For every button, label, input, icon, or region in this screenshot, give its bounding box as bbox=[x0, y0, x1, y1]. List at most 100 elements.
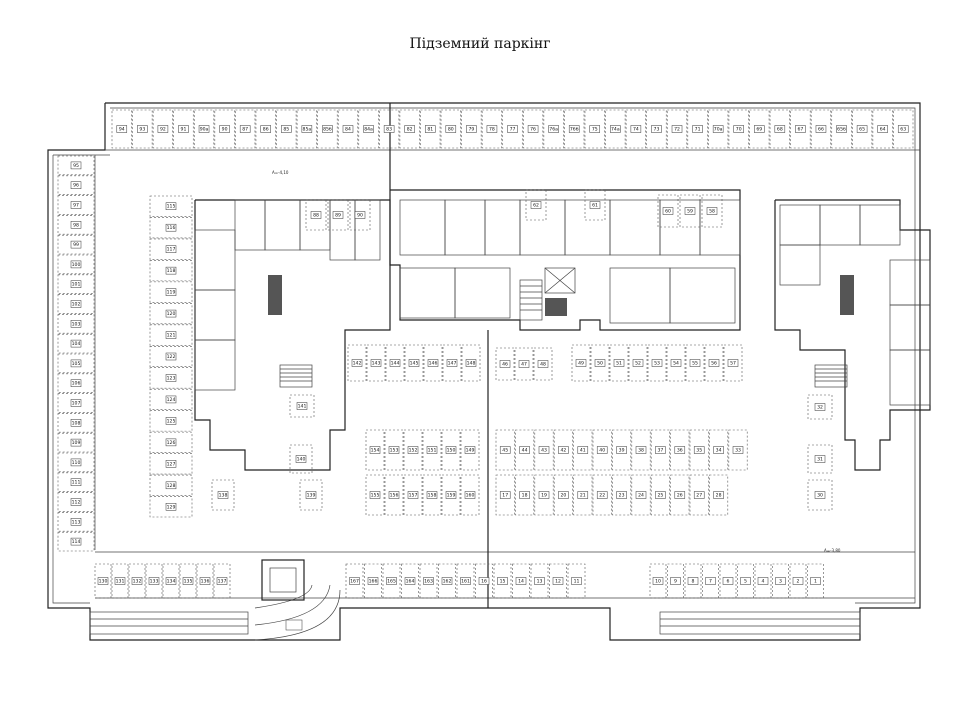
parking-stall: 136 bbox=[196, 563, 214, 599]
stall-number: 6 bbox=[727, 579, 730, 585]
stall-number: 73 bbox=[654, 127, 660, 133]
stall-number: 125 bbox=[167, 418, 176, 424]
parking-stall: 24 bbox=[631, 474, 651, 516]
stall-number: 81 bbox=[427, 127, 433, 133]
parking-stall: 8 bbox=[684, 563, 702, 599]
stall-number: 44 bbox=[522, 448, 528, 454]
parking-stall: 159 bbox=[441, 474, 461, 516]
stall-number: 129 bbox=[167, 504, 176, 510]
stall-number: 64 bbox=[880, 127, 886, 133]
stall-number: 45 bbox=[502, 448, 508, 454]
stall-number: 132 bbox=[133, 579, 142, 585]
stall-number: 148 bbox=[467, 361, 476, 367]
stall-number: 62 bbox=[533, 203, 539, 209]
parking-stall: 89 bbox=[327, 199, 349, 231]
stall-number: 74 bbox=[633, 127, 639, 133]
parking-stall: 97 bbox=[57, 195, 95, 215]
parking-stall: 18 bbox=[515, 474, 535, 516]
stall-number: 92 bbox=[160, 127, 166, 133]
stall-number: 57 bbox=[730, 361, 736, 367]
parking-stall: 107 bbox=[57, 393, 95, 413]
parking-stall: 152 bbox=[403, 429, 423, 471]
stall-number: 107 bbox=[72, 401, 81, 407]
stall-number: 49 bbox=[578, 361, 584, 367]
parking-stall: 113 bbox=[57, 512, 95, 532]
stall-number: 109 bbox=[72, 440, 81, 446]
stall-number: 165 bbox=[387, 579, 396, 585]
parking-stall: 63 bbox=[893, 109, 914, 149]
parking-stall: 99 bbox=[57, 234, 95, 255]
parking-stall: 59 bbox=[679, 194, 701, 228]
stall-number: 36 bbox=[677, 448, 683, 454]
stall-number: 48 bbox=[540, 362, 546, 368]
parking-stall: 9 bbox=[667, 563, 684, 599]
parking-stall: 25 bbox=[650, 474, 670, 516]
parking-stall: 93 bbox=[132, 109, 153, 149]
parking-stall: 147 bbox=[442, 344, 462, 382]
parking-stall: 48 bbox=[533, 347, 553, 381]
page-title: Підземний паркінг bbox=[409, 36, 551, 52]
stall-number: 131 bbox=[116, 579, 125, 585]
parking-stall: 35 bbox=[689, 429, 709, 471]
stall-number: 139 bbox=[307, 493, 316, 499]
parking-stall: 123 bbox=[149, 367, 193, 389]
parking-stall: 146 bbox=[423, 344, 443, 382]
stall-number: 84а bbox=[364, 127, 373, 133]
stall-number: 136 bbox=[201, 579, 210, 585]
parking-stall: 132 bbox=[128, 563, 146, 599]
parking-stall: 118 bbox=[149, 260, 193, 282]
parking-stall: 46 bbox=[495, 347, 515, 381]
lift-block bbox=[261, 559, 305, 601]
parking-stall: 121 bbox=[149, 324, 193, 346]
stall-number: 126 bbox=[167, 440, 176, 446]
parking-stall: 6 bbox=[719, 563, 737, 599]
parking-stall: 141 bbox=[289, 394, 315, 418]
stall-number: 82 bbox=[407, 127, 413, 133]
core-left bbox=[194, 199, 391, 471]
parking-stall: 166 bbox=[364, 563, 382, 599]
stall-number: 151 bbox=[428, 448, 437, 454]
parking-stall: 86 bbox=[255, 109, 276, 149]
core-right bbox=[774, 199, 931, 471]
stall-number: 18 bbox=[522, 493, 528, 499]
stall-number: 141 bbox=[298, 404, 307, 410]
stall-number: 111 bbox=[72, 480, 81, 486]
parking-stall: 131 bbox=[111, 563, 129, 599]
stall-number: 98 bbox=[73, 222, 79, 228]
parking-stall: 14 bbox=[512, 563, 530, 599]
stall-number: 146 bbox=[429, 361, 438, 367]
parking-stall: 128 bbox=[149, 474, 193, 496]
parking-stall: 85 bbox=[276, 109, 297, 149]
stall-number: 164 bbox=[406, 579, 415, 585]
stall-number: 2 bbox=[797, 579, 800, 585]
parking-stall: 31 bbox=[807, 444, 833, 474]
parking-stall: 10 bbox=[649, 563, 667, 599]
stall-number: 17 bbox=[502, 493, 508, 499]
parking-stall: 111 bbox=[57, 472, 95, 492]
parking-stall: 85а bbox=[296, 109, 317, 149]
parking-stall: 66 bbox=[810, 109, 832, 149]
stall-number: 156 bbox=[390, 493, 399, 499]
parking-stall: 38 bbox=[631, 429, 651, 471]
parking-stall: 79 bbox=[461, 109, 482, 149]
stall-number: 87 bbox=[242, 127, 248, 133]
parking-stall: 133 bbox=[145, 563, 163, 599]
parking-stall: 65б bbox=[831, 109, 852, 149]
parking-stall: 167 bbox=[345, 563, 364, 599]
stall-number: 90а bbox=[200, 127, 209, 133]
stall-number: 116 bbox=[167, 225, 176, 231]
parking-stall: 154 bbox=[365, 429, 385, 471]
stall-number: 158 bbox=[428, 493, 437, 499]
parking-stall: 37 bbox=[650, 429, 670, 471]
parking-stall: 117 bbox=[149, 238, 193, 260]
stall-number: 41 bbox=[580, 448, 586, 454]
parking-stall: 83 bbox=[379, 109, 400, 149]
parking-stall: 40 bbox=[592, 429, 612, 471]
stall-number: 22 bbox=[599, 493, 605, 499]
parking-stall: 142 bbox=[347, 344, 367, 382]
parking-stall: 36 bbox=[670, 429, 690, 471]
stall-number: 72 bbox=[674, 127, 680, 133]
parking-stall: 4 bbox=[754, 563, 772, 599]
stall-number: 19 bbox=[541, 493, 547, 499]
parking-stall: 161 bbox=[456, 563, 475, 599]
